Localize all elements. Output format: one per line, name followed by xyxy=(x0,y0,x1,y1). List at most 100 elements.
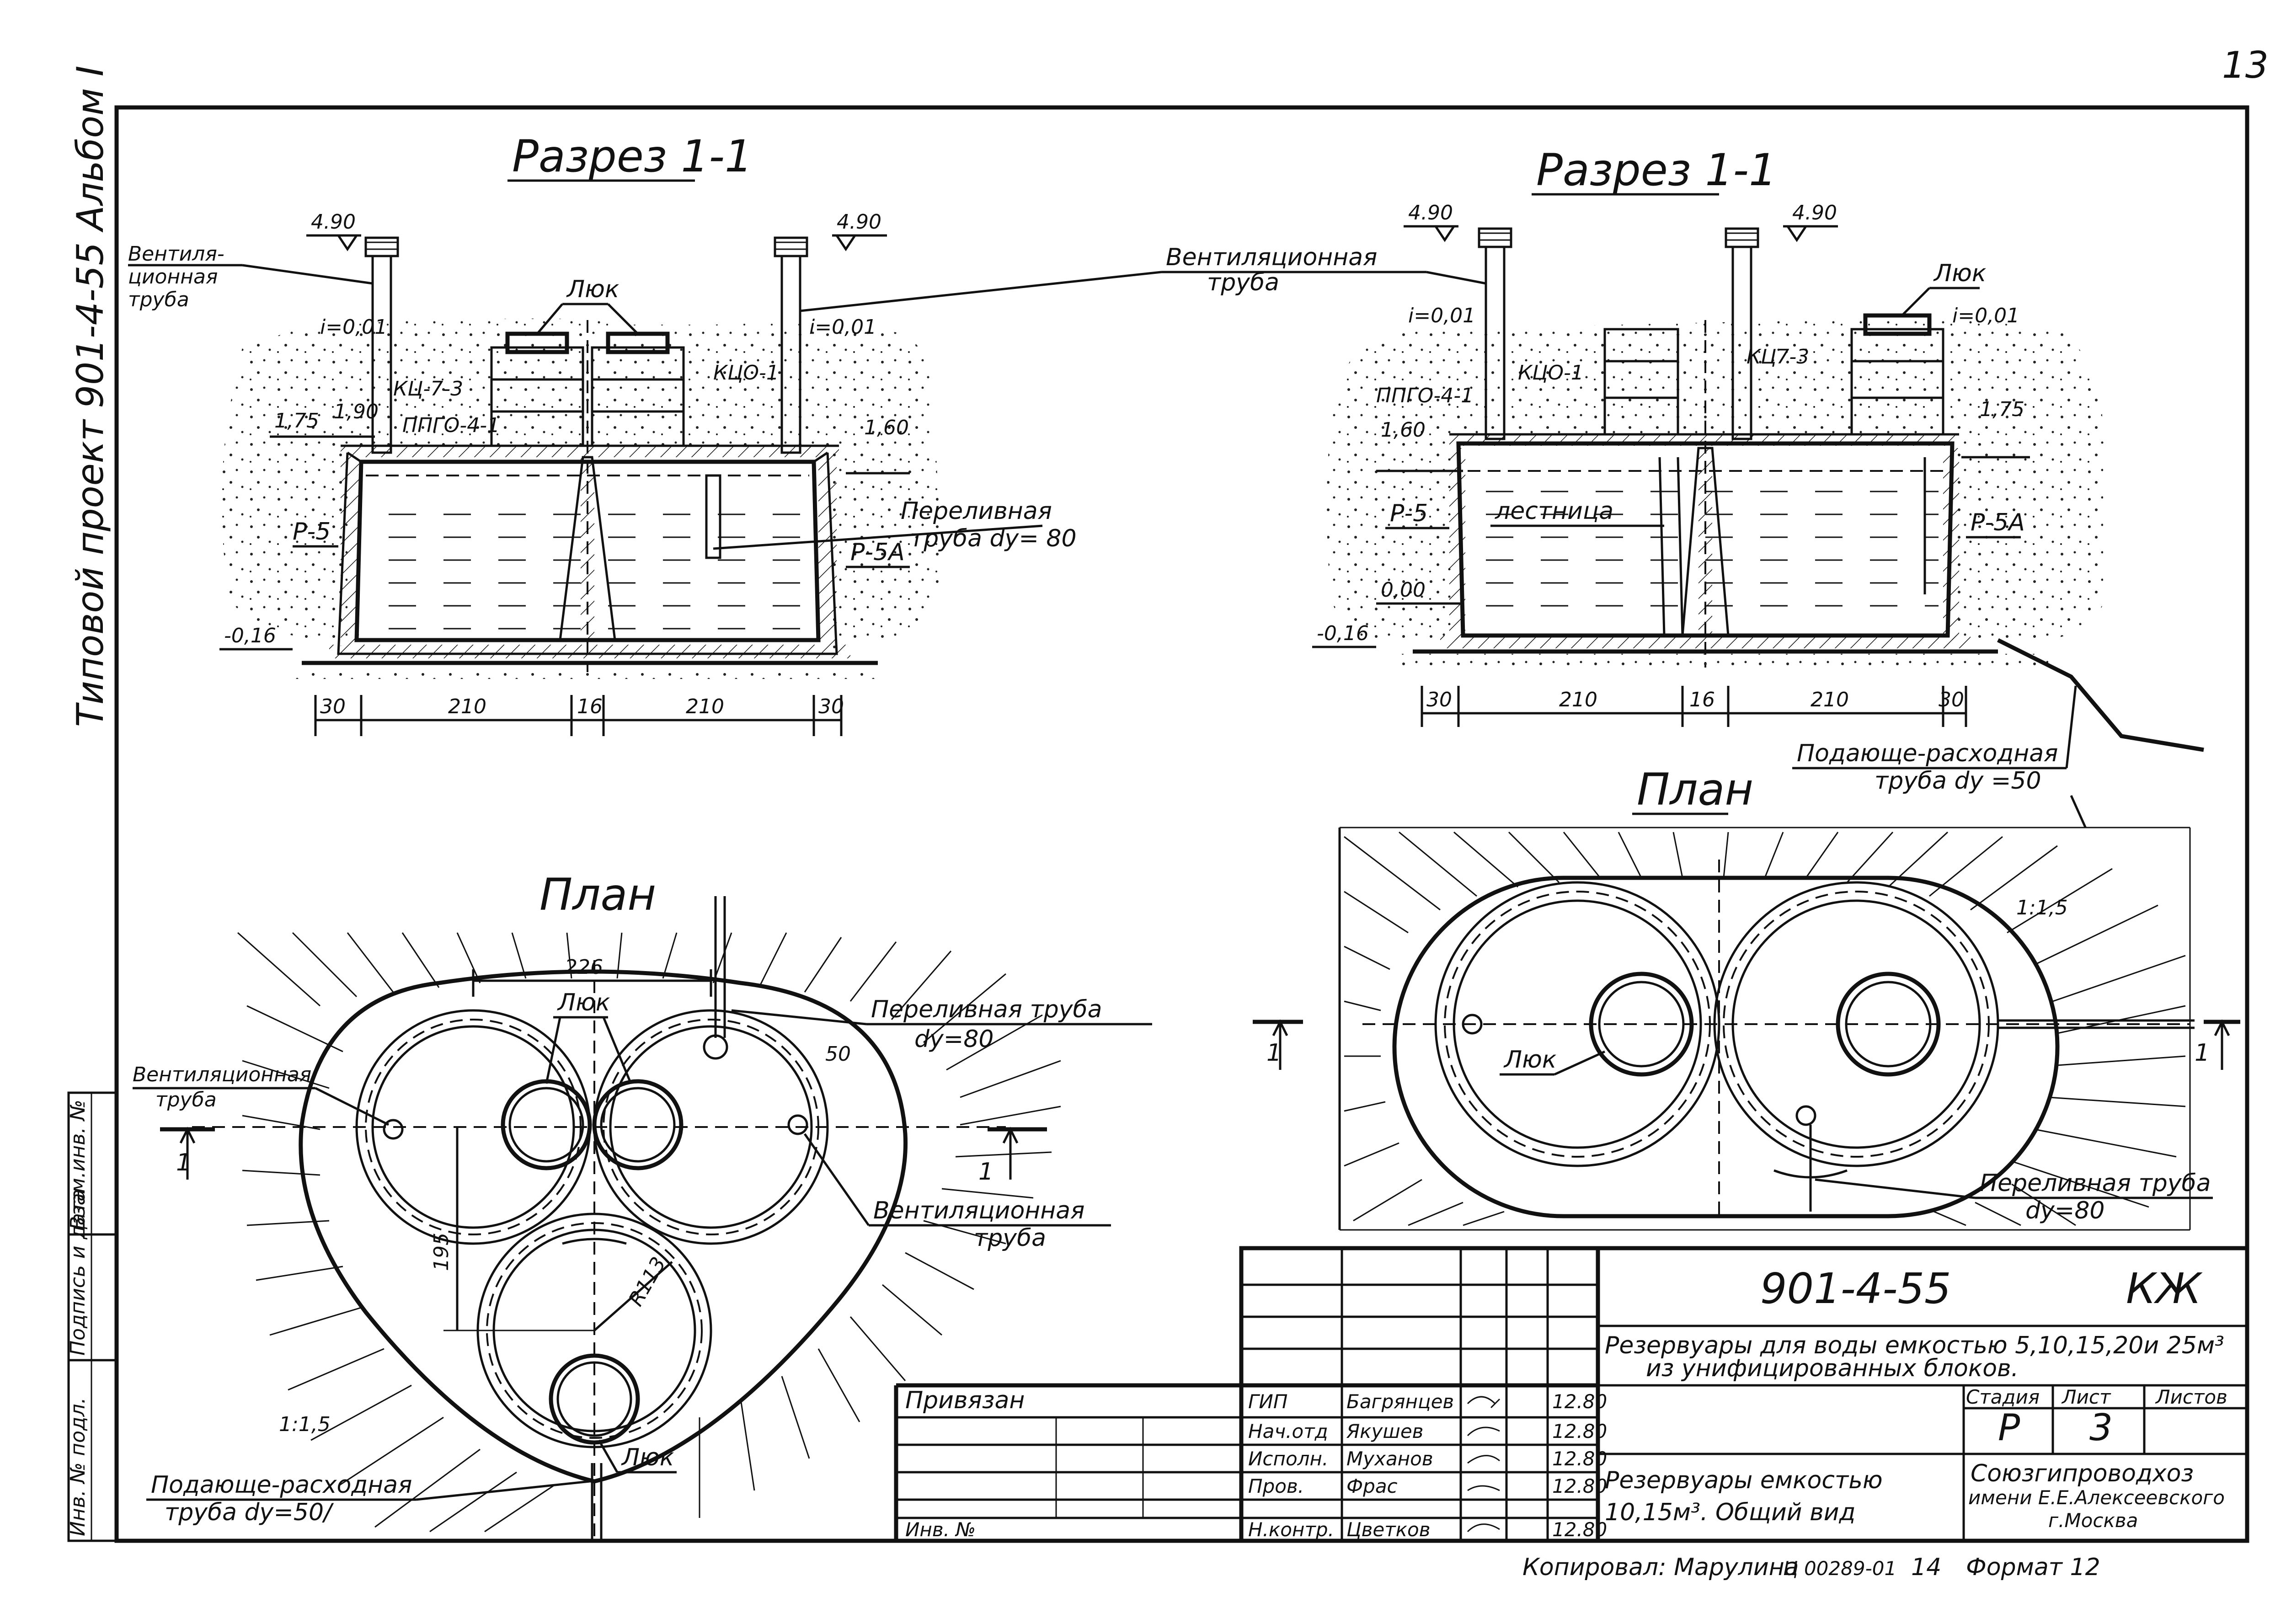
tb-date-3: 12.80 xyxy=(1552,1475,1607,1497)
right-plan-hatch-label: Люк xyxy=(1503,1046,1557,1074)
left-kco-label: КЦО-1 xyxy=(713,361,779,385)
left-vent-label-1: Вентиля- xyxy=(128,242,224,266)
tb-sheet-header: Лист xyxy=(2061,1386,2111,1408)
tb-desc-2: из унифицированных блоков. xyxy=(1646,1355,2019,1382)
stamp-sign-date: Подпись и дата xyxy=(66,1189,90,1356)
left-elev-i-left: i=0,01 xyxy=(320,315,387,339)
right-kc-label: КЦ7-3 xyxy=(1747,345,1809,369)
tb-role-0: ГИП xyxy=(1248,1390,1287,1413)
tb-sheets-header: Листов xyxy=(2155,1386,2227,1408)
stamp-replace-inv: Взам.инв. № xyxy=(66,1100,90,1230)
tb-role-4: Н.контр. xyxy=(1248,1518,1334,1541)
left-plan-footprint xyxy=(299,969,908,1484)
right-elev-160: 1,60 xyxy=(1381,418,1426,442)
left-elev-neg: -0,16 xyxy=(224,624,276,647)
left-elev-top-right: 4.90 xyxy=(837,210,881,234)
right-r5-label: Р-5 xyxy=(1390,500,1428,527)
left-vent-pipes xyxy=(364,236,808,454)
right-dim-2: 16 xyxy=(1689,688,1715,711)
left-plan-vent-left-1: Вентиляционная xyxy=(133,1063,311,1086)
right-shafts xyxy=(1603,313,1944,436)
footer-format: Формат 12 xyxy=(1966,1554,2100,1581)
tb-mark: КЖ xyxy=(2126,1264,2203,1313)
right-plan-title: План xyxy=(1637,764,1753,815)
right-kco-label: КЦО-1 xyxy=(1518,361,1584,385)
side-stamp: Взам.инв. № Подпись и дата Инв. № подл. xyxy=(66,1091,118,1542)
left-plan-supply-1: Подающе-расходная xyxy=(151,1471,412,1499)
right-supply-label-2: труба dy =50 xyxy=(1875,767,2041,795)
title-block: 901-4-55 КЖ Резервуары для воды емкостью… xyxy=(894,1246,2249,1543)
right-dim-3: 210 xyxy=(1811,688,1849,711)
left-plan-dim-195: 195 xyxy=(430,1233,453,1271)
tb-role-3: Пров. xyxy=(1248,1475,1304,1497)
left-plan-vent-right-2: труба xyxy=(974,1224,1046,1252)
left-section-title: Разрез 1-1 xyxy=(512,131,753,182)
left-ppgo-label: ППГО-4-1 xyxy=(402,414,500,437)
right-elev-000: 0,00 xyxy=(1381,578,1426,602)
left-plan-dim-226: 226 xyxy=(565,956,603,979)
right-elev-175: 1,75 xyxy=(1980,398,2024,421)
left-plan-supply-2: труба dy=50/ xyxy=(165,1499,334,1526)
tb-sheet-title-2: 10,15м³. Общий вид xyxy=(1605,1499,1856,1526)
right-plan-footprint xyxy=(1392,876,2060,1218)
tb-role-1: Нач.отд xyxy=(1248,1420,1328,1442)
left-hatch-label: Люк xyxy=(566,276,620,303)
left-plan-overflow-2: dy=80 xyxy=(914,1026,994,1053)
left-elev-175: 1,75 xyxy=(274,409,319,433)
tb-stage: Р xyxy=(1998,1406,2020,1449)
left-plan-cut-right: 1 xyxy=(978,1158,993,1186)
left-elev-i-right: i=0,01 xyxy=(809,315,876,339)
left-vent-label-2: ционная xyxy=(128,265,218,288)
right-dim-0: 30 xyxy=(1426,688,1452,711)
right-plan-overflow-1: Переливная труба xyxy=(1980,1170,2211,1197)
left-r5a-label: Р-5А xyxy=(850,539,905,566)
left-elev-160: 1,60 xyxy=(864,416,909,439)
left-r5-label: Р-5 xyxy=(293,518,331,545)
left-dim-3: 210 xyxy=(686,695,724,718)
tb-role-2: Исполн. xyxy=(1248,1448,1328,1470)
tb-name-0: Багрянцев xyxy=(1346,1390,1454,1413)
right-ppgo-label: ППГО-4-1 xyxy=(1376,384,1474,407)
footer-order: Ц 00289-01 xyxy=(1783,1557,1896,1580)
tb-bound: Привязан xyxy=(905,1387,1025,1414)
vent-pipe-callout-2: труба xyxy=(1207,269,1279,296)
tb-org-3: г.Москва xyxy=(2048,1509,2138,1532)
left-dim-0: 30 xyxy=(320,695,346,718)
left-shafts xyxy=(490,331,685,447)
left-kc-label: КЦ-7-3 xyxy=(393,377,463,401)
tb-sheet: 3 xyxy=(2089,1406,2113,1449)
right-plan-overflow-2: dy=80 xyxy=(2025,1197,2105,1224)
tb-date-4: 12.80 xyxy=(1552,1518,1607,1541)
left-elev-190: 1,90 xyxy=(334,400,379,423)
right-elev-top-left: 4.90 xyxy=(1408,201,1453,224)
right-elev-neg: -0,16 xyxy=(1317,622,1369,645)
right-dim-1: 210 xyxy=(1559,688,1597,711)
left-plan-dim-50: 50 xyxy=(825,1042,851,1066)
left-dim-4: 30 xyxy=(818,695,844,718)
tb-stage-header: Стадия xyxy=(1966,1386,2040,1408)
tb-name-2: Муханов xyxy=(1346,1448,1433,1470)
left-plan-slope: 1:1,5 xyxy=(279,1413,331,1436)
vent-pipe-callout-1: Вентиляционная xyxy=(1166,244,1377,271)
right-section-title: Разрез 1-1 xyxy=(1536,144,1777,196)
left-dimension-chain: 30 210 16 210 30 xyxy=(314,695,844,736)
tb-date-1: 12.80 xyxy=(1552,1420,1607,1442)
tb-desc-1: Резервуары для воды емкостью 5,10,15,20и… xyxy=(1605,1332,2224,1359)
right-ladder-label: лестница xyxy=(1495,497,1613,525)
right-section: Разрез 1-1 xyxy=(800,144,2204,1020)
tb-signatures xyxy=(1467,1396,1501,1533)
footer-copied: Копировал: Марулина xyxy=(1522,1554,1799,1581)
right-elev-i-right: i=0,01 xyxy=(1952,304,2019,327)
left-plan-vent-right-1: Вентиляционная xyxy=(873,1197,1084,1224)
right-vent-pipes xyxy=(1478,227,1759,440)
right-dimension-chain: 30 210 16 210 30 xyxy=(1421,686,1967,727)
tb-name-3: Фрас xyxy=(1346,1475,1398,1497)
right-elev-top-right: 4.90 xyxy=(1792,201,1837,224)
right-plan-slope: 1:1,5 xyxy=(2016,896,2068,919)
tb-org-2: имени Е.Е.Алексеевского xyxy=(1968,1486,2225,1509)
stamp-inv-orig: Инв. № подл. xyxy=(66,1397,90,1536)
left-plan-overflow-1: Переливная труба xyxy=(871,996,1102,1023)
left-dim-1: 210 xyxy=(448,695,486,718)
tb-code: 901-4-55 xyxy=(1760,1264,1951,1313)
